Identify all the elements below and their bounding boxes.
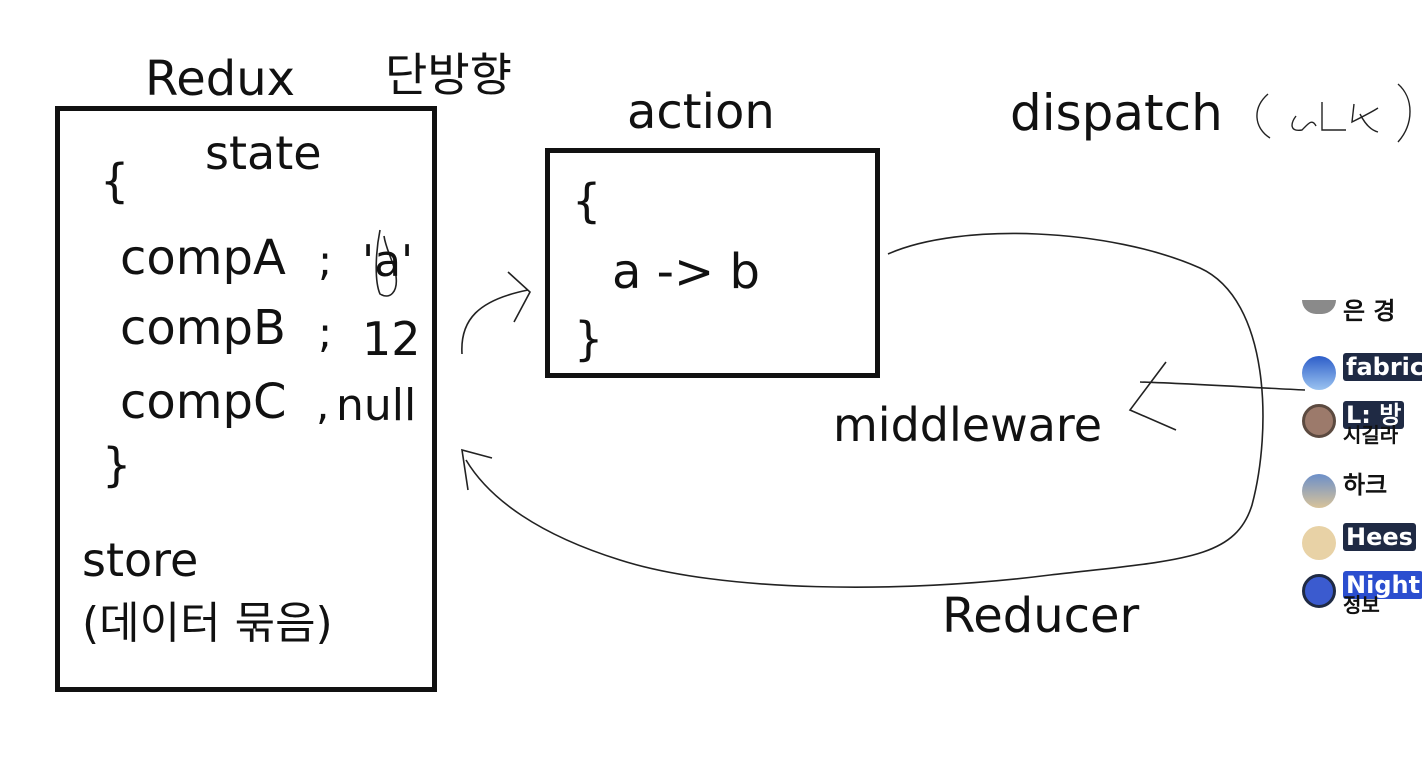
chat-message: fabric [1302, 353, 1422, 396]
action-label: action [627, 84, 775, 140]
action-close-brace: } [574, 312, 604, 366]
reducer-loop-arrow [465, 232, 1264, 588]
state-open-brace: { [100, 154, 130, 208]
chat-overlay: 은 경 fabric L: 방 시길라 하크 Hees Night 정보 [1296, 298, 1422, 638]
store-to-action-arrowhead [507, 271, 531, 323]
chat-username: Hees [1343, 523, 1416, 551]
state-entry-compA-separator: ; [318, 236, 333, 285]
chat-username: fabric [1343, 353, 1422, 381]
chat-avatar [1302, 356, 1336, 390]
action-open-brace: { [572, 174, 602, 228]
store-caption: (데이터 묶음) [82, 598, 333, 649]
chat-message: Hees [1302, 523, 1416, 566]
state-entry-compB-value: 12 [362, 312, 421, 366]
state-entry-compA-value: 'a' [362, 236, 414, 287]
store-to-action-arrow [461, 289, 529, 355]
middleware-arrowhead [1128, 361, 1177, 431]
chat-username: L: 방 [1343, 401, 1405, 429]
dispatch-handwriting [1256, 83, 1411, 143]
state-entry-compB-key: compB [120, 300, 286, 356]
direction-note: 단방향 [385, 48, 512, 102]
redux-title: Redux [145, 51, 296, 107]
action-box [545, 148, 880, 378]
chat-message-text: 하크 [1343, 471, 1388, 499]
state-entry-compC-key: compC [120, 374, 287, 430]
state-entry-compA-key: compA [120, 230, 286, 286]
chat-message-text: 정보 [1343, 593, 1380, 617]
reducer-loop-arrowhead [461, 448, 493, 491]
state-entry-compC-separator: , [316, 380, 330, 429]
chat-avatar [1302, 404, 1336, 438]
middleware-arrow [1139, 381, 1306, 391]
scribble-mark [375, 229, 398, 297]
state-entry-compC-value: null [336, 380, 417, 431]
middleware-label: middleware [833, 398, 1103, 452]
chat-message: L: 방 시길라 [1302, 401, 1405, 454]
store-label: store [82, 533, 199, 587]
state-close-brace: } [102, 438, 132, 492]
state-entry-compB-separator: ; [318, 308, 333, 357]
chat-message: 은 경 [1302, 298, 1396, 340]
chat-avatar [1302, 526, 1336, 560]
dispatch-label: dispatch [1010, 84, 1223, 142]
chat-message-text: 은 경 [1343, 298, 1396, 325]
chat-avatar [1302, 300, 1336, 314]
action-body: a -> b [612, 244, 760, 300]
chat-message-text: 시길라 [1343, 423, 1399, 447]
chat-username: Night [1343, 571, 1422, 599]
chat-message: Night 정보 [1302, 571, 1422, 628]
state-label: state [205, 126, 322, 180]
reducer-label: Reducer [942, 588, 1140, 644]
chat-avatar [1302, 574, 1336, 608]
store-box [55, 106, 437, 692]
chat-avatar [1302, 474, 1336, 508]
chat-message: 하크 [1302, 471, 1388, 514]
